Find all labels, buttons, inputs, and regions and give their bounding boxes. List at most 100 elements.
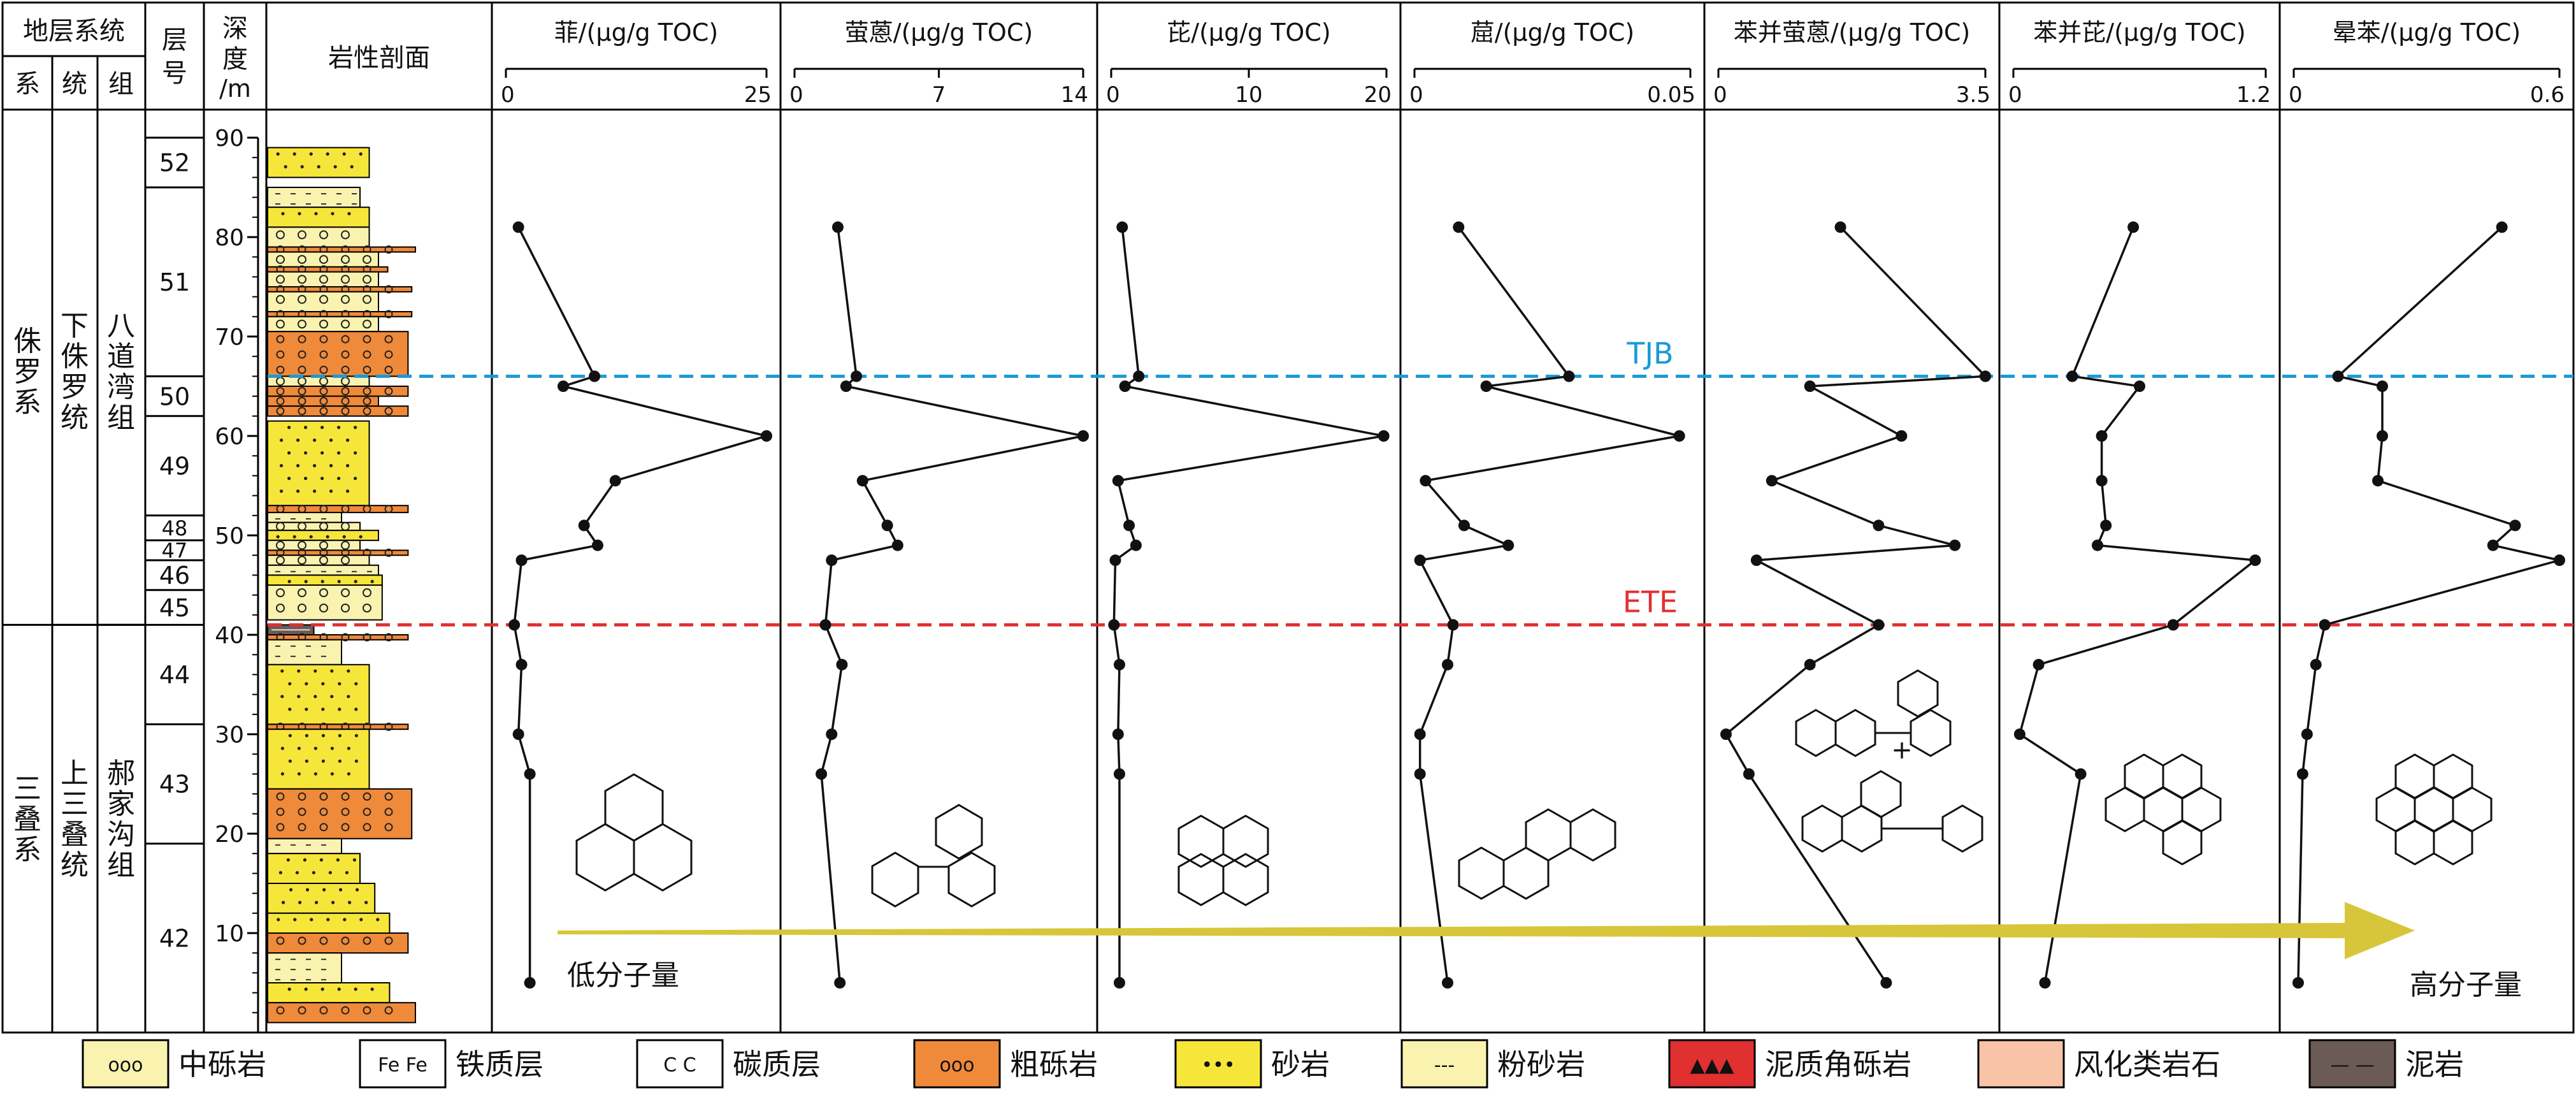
profile-point	[589, 370, 601, 382]
coronene-structure-icon	[2375, 753, 2493, 866]
sand-dot	[346, 489, 350, 493]
panel-x-tick-label: 0	[1106, 82, 1120, 108]
legend-swatch	[2308, 1039, 2396, 1089]
pebble-circle	[276, 556, 285, 565]
sand-dot	[287, 451, 291, 455]
layer-no-header-2: 号	[162, 59, 187, 88]
sand-dot	[305, 734, 308, 737]
formation-label-char: 组	[107, 402, 135, 434]
pebble-circle	[298, 396, 306, 405]
legend-label: 碳质层	[733, 1047, 821, 1082]
profile-point	[834, 977, 846, 989]
sand-dot	[337, 451, 341, 455]
pebble-circle	[276, 387, 285, 396]
lith-bed-rect	[267, 187, 361, 208]
sand-dot	[287, 987, 291, 991]
molecular-weight-arrow-shape	[558, 902, 2415, 959]
pebble-circle	[276, 319, 285, 329]
pebble-circle	[319, 407, 328, 416]
pebble-circle	[384, 936, 393, 945]
lith-bed-sandstone	[267, 420, 370, 507]
legend-label: 泥质角砾岩	[1765, 1047, 1911, 1082]
profile-point	[891, 539, 903, 551]
pyrene-structure-icon	[1177, 815, 1269, 906]
formation-label-char: 八	[107, 310, 135, 342]
sand-dot	[347, 212, 351, 215]
pebble-circle	[298, 335, 306, 344]
series-label-char: 上	[61, 757, 89, 790]
pebble-circle	[276, 396, 285, 405]
sand-dot	[313, 439, 317, 442]
pebble-circle	[384, 335, 393, 344]
sand-dot	[348, 901, 352, 904]
sand-dot	[364, 901, 368, 904]
profile-point	[2319, 619, 2331, 631]
pebble-circle	[341, 230, 350, 240]
profile-point	[836, 658, 848, 670]
series-label: 上三叠统	[61, 757, 89, 881]
pebble-circle	[341, 604, 350, 612]
panel-x-tick-label: 25	[744, 82, 772, 108]
panel-x-tick-label: 14	[1061, 82, 1088, 108]
sand-dot	[280, 464, 284, 468]
sand-dot	[296, 489, 300, 493]
formation-label: 八道湾组	[107, 310, 135, 434]
sand-dot	[315, 901, 319, 904]
panel-x-tick-label: 0	[2289, 82, 2303, 108]
layer-number: 46	[159, 562, 190, 590]
sand-dot	[280, 489, 284, 493]
system-label-char: 侏	[13, 325, 41, 358]
profile-point	[2249, 554, 2261, 566]
pebble-circle	[319, 365, 328, 374]
sand-dot	[320, 579, 324, 584]
sand-dot	[296, 464, 300, 468]
sand-dot	[320, 987, 324, 991]
pebble-circle	[384, 285, 393, 294]
panel-x-tick-label: 0.05	[1647, 82, 1695, 108]
profile-point	[557, 381, 569, 392]
sand-dot	[321, 707, 325, 711]
sand-dot	[321, 759, 325, 763]
panel-x-tick-label: 7	[932, 82, 946, 108]
benzofluoranthene-structure-icon	[1795, 669, 1952, 757]
sand-dot	[347, 695, 350, 699]
lith-bed-coarse_conglomerate	[267, 331, 409, 377]
sand-dot	[313, 746, 317, 750]
pebble-circle	[319, 792, 328, 801]
profile-point	[1750, 554, 1762, 566]
pebble-circle	[298, 936, 306, 945]
pebble-circle	[319, 294, 328, 304]
profile-point	[1441, 658, 1453, 670]
sand-dot	[296, 439, 300, 442]
sand-dot	[320, 477, 324, 481]
pebble-circle	[341, 936, 350, 945]
profile-point	[1112, 475, 1124, 487]
profile-point	[1453, 221, 1465, 233]
profile-point	[1378, 430, 1390, 442]
sand-dot	[297, 746, 301, 750]
lith-bed-sandstone	[267, 912, 391, 934]
lith-bed-rect	[267, 311, 413, 317]
sand-dot	[328, 871, 333, 874]
profile-point	[1447, 619, 1459, 631]
sand-dot	[322, 888, 326, 892]
formation-label-char: 沟	[107, 818, 135, 851]
layer-number: 52	[159, 149, 190, 177]
sand-dot	[288, 707, 292, 711]
layer-number: 51	[159, 268, 190, 296]
formation-label-char: 家	[107, 788, 135, 820]
lith-bed-rect	[267, 574, 383, 586]
legend-swatch	[913, 1039, 1001, 1089]
sand-dot	[287, 579, 291, 584]
formation-label-char: 组	[107, 849, 135, 881]
profile-point	[2509, 519, 2521, 532]
sand-dot	[350, 165, 354, 169]
profile-point	[2100, 519, 2112, 532]
lith-bed-rect	[267, 420, 370, 507]
legend-swatch	[359, 1039, 447, 1089]
lith-bed-siltstone	[267, 639, 342, 665]
profile-point	[1113, 977, 1125, 989]
pebble-circle	[341, 387, 350, 396]
